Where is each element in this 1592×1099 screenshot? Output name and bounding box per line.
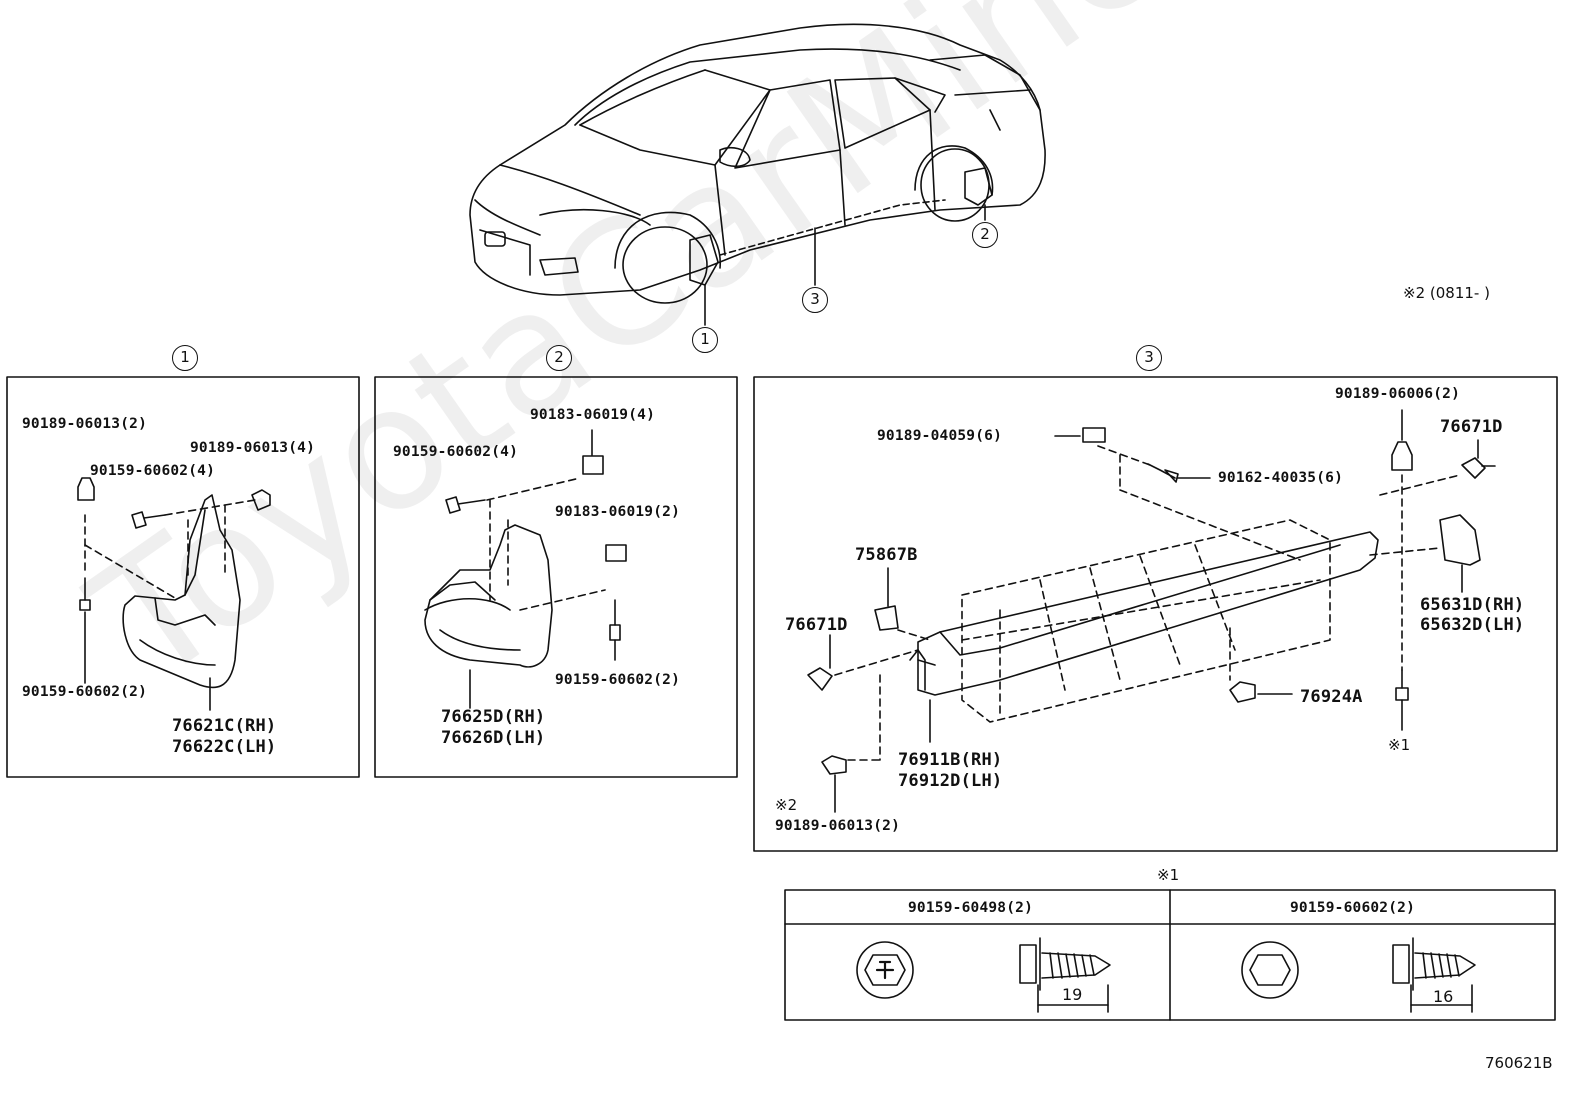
callout-1-panel: 1 [172,345,198,371]
p2-label-d: 90159-60602(2) [555,672,681,688]
p3-label-j: 76911B(RH) [898,750,1003,770]
p3-label-g: 65631D(RH) [1420,595,1525,615]
p1-label-e: 76621C(RH) [172,716,277,736]
table-title: ※1 [1157,866,1180,884]
callout-2-panel: 2 [546,345,572,371]
p3-label-i: 76924A [1300,687,1363,707]
p1-label-a: 90189-06013(2) [22,416,148,432]
p3-label-h: 65632D(LH) [1420,615,1525,635]
p3-label-c: 90189-06006(2) [1335,386,1461,402]
note-top-right: ※2 (0811- ) [1403,284,1490,302]
p2-label-c: 90183-06019(2) [555,504,681,520]
p2-label-a: 90183-06019(4) [530,407,656,423]
p3-label-n: 90189-06013(2) [775,818,901,834]
panel-2-border [374,376,738,778]
table-col1-header: 90159-60498(2) [908,900,1034,916]
p2-label-e: 76625D(RH) [441,707,546,727]
p3-label-a: 90189-04059(6) [877,428,1003,444]
p2-label-f: 76626D(LH) [441,728,546,748]
p2-label-b: 90159-60602(4) [393,444,519,460]
p1-label-c: 90159-60602(4) [90,463,216,479]
panel-3-drawing [807,409,1496,813]
fastener-table [784,889,1556,1021]
panel-3-border [753,376,1558,852]
p3-label-b: 90162-40035(6) [1218,470,1344,486]
panel-2-drawing [424,429,627,709]
p1-label-d: 90159-60602(2) [22,684,148,700]
car-illustration [469,23,1046,326]
panel-1-border [6,376,360,778]
table-dim-1: 19 [1062,985,1083,1004]
p3-label-e: 75867B [855,545,918,565]
panel-1-drawing [77,477,271,711]
callout-3-panel: 3 [1136,345,1162,371]
p3-label-d: 76671D [1440,417,1503,437]
table-col2-header: 90159-60602(2) [1290,900,1416,916]
p1-label-b: 90189-06013(4) [190,440,316,456]
p3-label-k: 76912D(LH) [898,771,1003,791]
table-dim-2: 16 [1433,987,1454,1006]
callout-2-car: 2 [972,222,998,248]
callout-1-car: 1 [692,327,718,353]
p1-label-f: 76622C(LH) [172,737,277,757]
p3-label-f: 76671D [785,615,848,635]
p3-label-m: ※2 [775,796,798,814]
diagram-code: 760621B [1485,1054,1553,1072]
callout-3-car: 3 [802,287,828,313]
p3-label-l: ※1 [1388,736,1411,754]
